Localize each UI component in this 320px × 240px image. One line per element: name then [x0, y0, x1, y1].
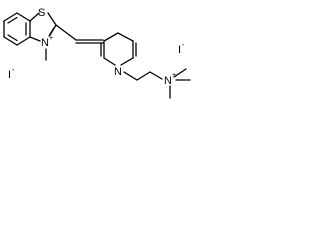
benzothiazolium-nitrogen-label: N — [41, 37, 49, 49]
pyridine-nitrogen-label: N — [114, 66, 122, 78]
ammonium-charge: + — [172, 72, 176, 79]
trimethyl-bonds — [169, 68, 191, 99]
pyridine-ring — [100, 32, 137, 66]
counterion-2: I - — [178, 42, 185, 56]
benzothiazolium-charge: + — [49, 35, 53, 42]
sulfur-atom-label: S — [38, 7, 45, 19]
ammonium-nitrogen-label: N — [164, 75, 172, 87]
methine-bridge — [55, 24, 104, 44]
counterion-1: I - — [8, 67, 15, 81]
benzene-ring — [3, 12, 31, 46]
counterion-1-charge: - — [12, 67, 15, 74]
chemical-structure: S N + N N + I - I - — [3, 7, 191, 99]
counterion-2-symbol: I — [178, 44, 181, 56]
thiazolium-ring — [29, 12, 57, 42]
counterion-1-symbol: I — [8, 69, 11, 81]
propyl-chain — [123, 71, 163, 81]
counterion-2-charge: - — [182, 42, 185, 49]
